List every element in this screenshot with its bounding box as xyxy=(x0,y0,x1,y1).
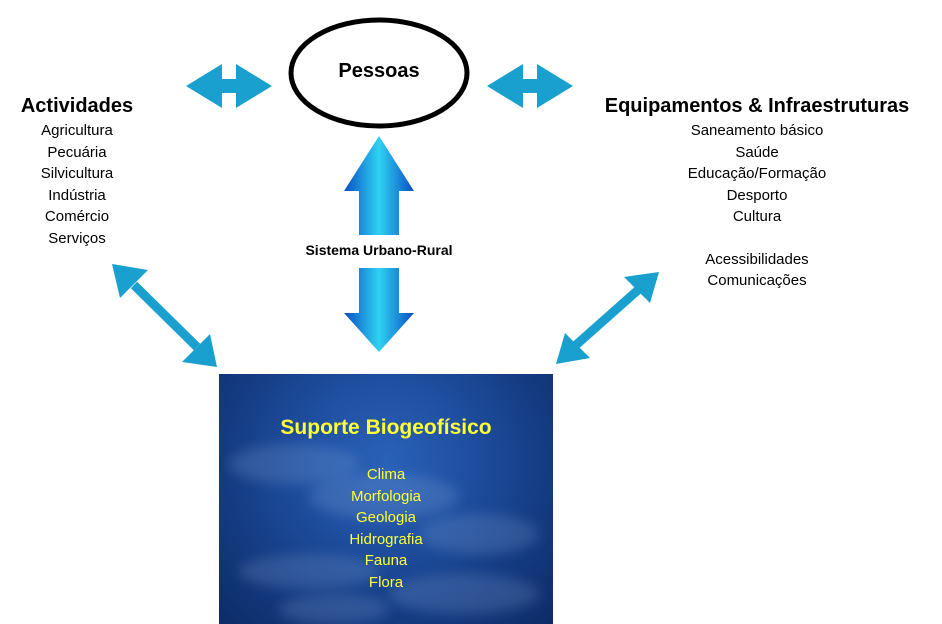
list-item: Educação/Formação xyxy=(687,165,827,182)
suporte-list: Clima Morfologia Geologia Hidrografia Fa… xyxy=(219,464,553,593)
list-item: Pecuária xyxy=(47,143,107,161)
cloud-shape xyxy=(419,514,539,554)
right-horizontal-double-arrow xyxy=(487,64,573,108)
actividades-block: Actividades Agricultura Pecuária Silvicu… xyxy=(4,95,150,249)
cloud-shape xyxy=(389,574,539,614)
list-item: Indústria xyxy=(48,186,106,204)
list-item: Serviços xyxy=(48,229,106,247)
equipamentos-list: Saneamento básico Saúde Educação/Formaçã… xyxy=(574,120,940,292)
cloud-shape xyxy=(239,554,379,589)
list-item: Comércio xyxy=(44,208,110,225)
suporte-box: Suporte Biogeofísico Clima Morfologia Ge… xyxy=(219,374,553,624)
list-item: Hidrografia xyxy=(349,530,423,548)
equipamentos-title: Equipamentos & Infraestruturas xyxy=(604,95,910,117)
suporte-title: Suporte Biogeofísico xyxy=(280,416,492,439)
right-diagonal-double-arrow xyxy=(556,272,659,364)
cloud-shape xyxy=(229,444,359,484)
pessoas-ellipse xyxy=(288,17,470,129)
list-item: Agricultura xyxy=(41,122,113,139)
actividades-title: Actividades xyxy=(20,95,134,117)
list-item: Cultura xyxy=(732,208,782,225)
actividades-list: Agricultura Pecuária Silvicultura Indúst… xyxy=(4,120,150,249)
list-spacer xyxy=(574,228,940,249)
cloud-shape xyxy=(279,594,389,624)
list-item: Saneamento básico xyxy=(690,122,824,139)
list-item: Silvicultura xyxy=(40,165,114,182)
list-item: Acessibilidades xyxy=(705,250,809,268)
equipamentos-block: Equipamentos & Infraestruturas Saneament… xyxy=(574,95,940,292)
center-down-arrow xyxy=(344,268,414,352)
list-item: Flora xyxy=(368,573,404,591)
list-item: Comunicações xyxy=(707,272,807,289)
center-label: Sistema Urbano-Rural xyxy=(305,242,453,258)
list-item: Geologia xyxy=(355,509,417,526)
center-up-arrow xyxy=(344,136,414,235)
left-horizontal-double-arrow xyxy=(186,64,272,108)
list-item: Clima xyxy=(366,466,406,483)
list-item: Morfologia xyxy=(350,487,422,505)
list-item: Fauna xyxy=(364,552,408,569)
list-item: Desporto xyxy=(726,186,788,204)
left-diagonal-double-arrow xyxy=(112,264,217,367)
list-item: Saúde xyxy=(735,143,779,161)
pessoas-label: Pessoas xyxy=(338,60,420,82)
cloud-shape xyxy=(309,474,459,519)
